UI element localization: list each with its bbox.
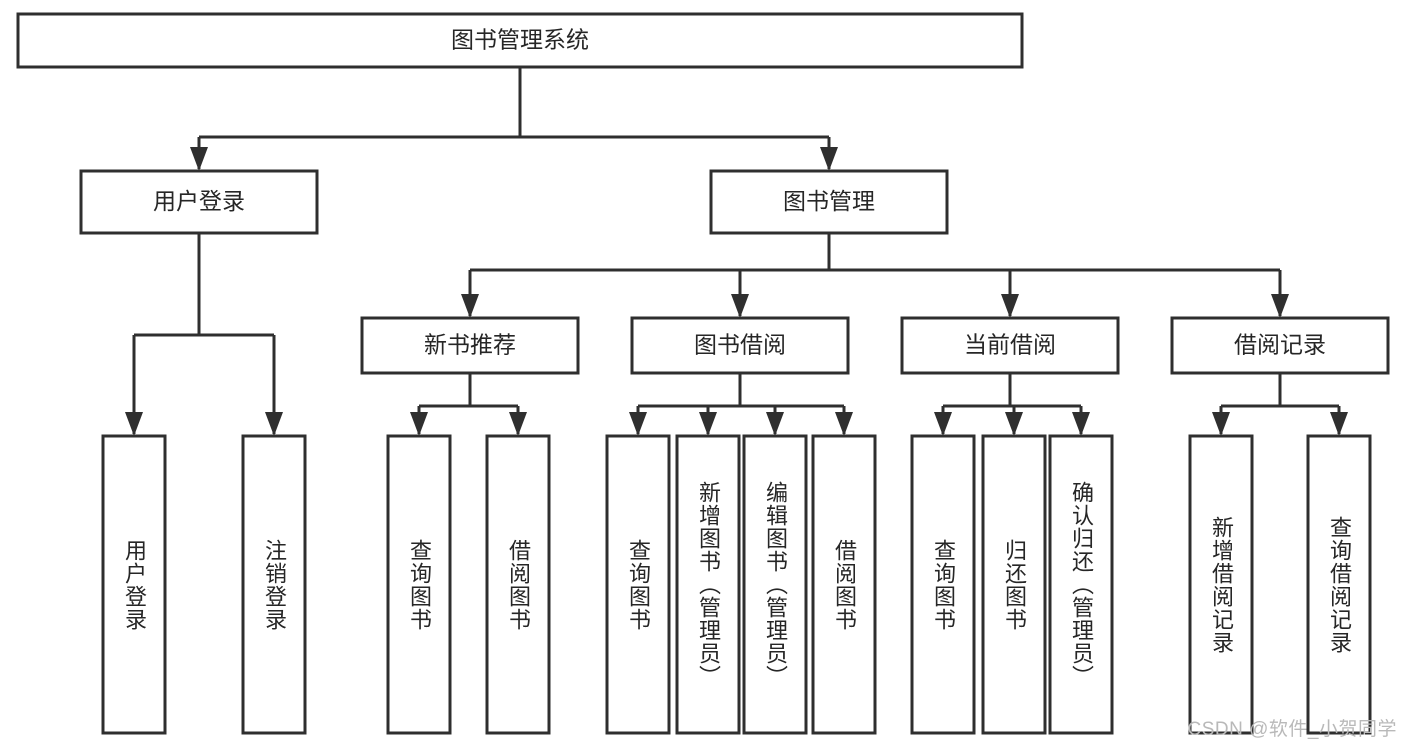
connector-group-new-book-rec: [410, 373, 527, 436]
node-box-leaf-logout[interactable]: [241, 434, 307, 735]
node-box-borrow-record[interactable]: [1170, 316, 1390, 375]
connector-group-user-login: [125, 233, 283, 436]
node-box-leaf-query-book-2[interactable]: [605, 434, 671, 735]
node-box-book-manage[interactable]: [709, 169, 949, 235]
connector-group-book-borrow: [629, 373, 853, 436]
node-label-user-login: 用户登录: [153, 188, 245, 214]
node-box-user-login[interactable]: [79, 169, 319, 235]
node-box-leaf-query-record[interactable]: [1306, 434, 1372, 735]
node-label-book-manage: 图书管理: [783, 188, 875, 214]
node-box-leaf-add-book[interactable]: [675, 434, 741, 735]
node-label-borrow-record: 借阅记录: [1234, 332, 1326, 358]
node-box-leaf-user-login[interactable]: [101, 434, 167, 735]
node-box-leaf-query-book-1[interactable]: [386, 434, 452, 735]
connector-group-borrow-record: [1212, 373, 1348, 436]
connector-group-root: [190, 67, 838, 171]
edges-layer: [125, 67, 1348, 436]
node-box-leaf-borrow-book-2[interactable]: [811, 434, 877, 735]
node-box-leaf-edit-book[interactable]: [742, 434, 808, 735]
node-label-book-borrow: 图书借阅: [694, 332, 786, 358]
node-label-current-borrow: 当前借阅: [964, 332, 1056, 358]
node-box-leaf-confirm-return[interactable]: [1048, 434, 1114, 735]
node-label-root: 图书管理系统: [451, 27, 589, 53]
connector-group-current-borrow: [934, 373, 1090, 436]
node-box-book-borrow[interactable]: [630, 316, 850, 375]
boxes-layer: [16, 12, 1390, 735]
node-box-root[interactable]: [16, 12, 1024, 69]
watermark-label: CSDN @软件_小贺同学: [1187, 719, 1397, 740]
node-box-new-book-rec[interactable]: [360, 316, 580, 375]
node-box-current-borrow[interactable]: [900, 316, 1120, 375]
node-box-leaf-add-record[interactable]: [1188, 434, 1254, 735]
node-box-leaf-borrow-book-1[interactable]: [485, 434, 551, 735]
node-label-new-book-rec: 新书推荐: [424, 332, 516, 358]
node-box-leaf-return-book[interactable]: [981, 434, 1047, 735]
node-box-leaf-query-book-3[interactable]: [910, 434, 976, 735]
connector-group-book-manage: [461, 233, 1289, 318]
